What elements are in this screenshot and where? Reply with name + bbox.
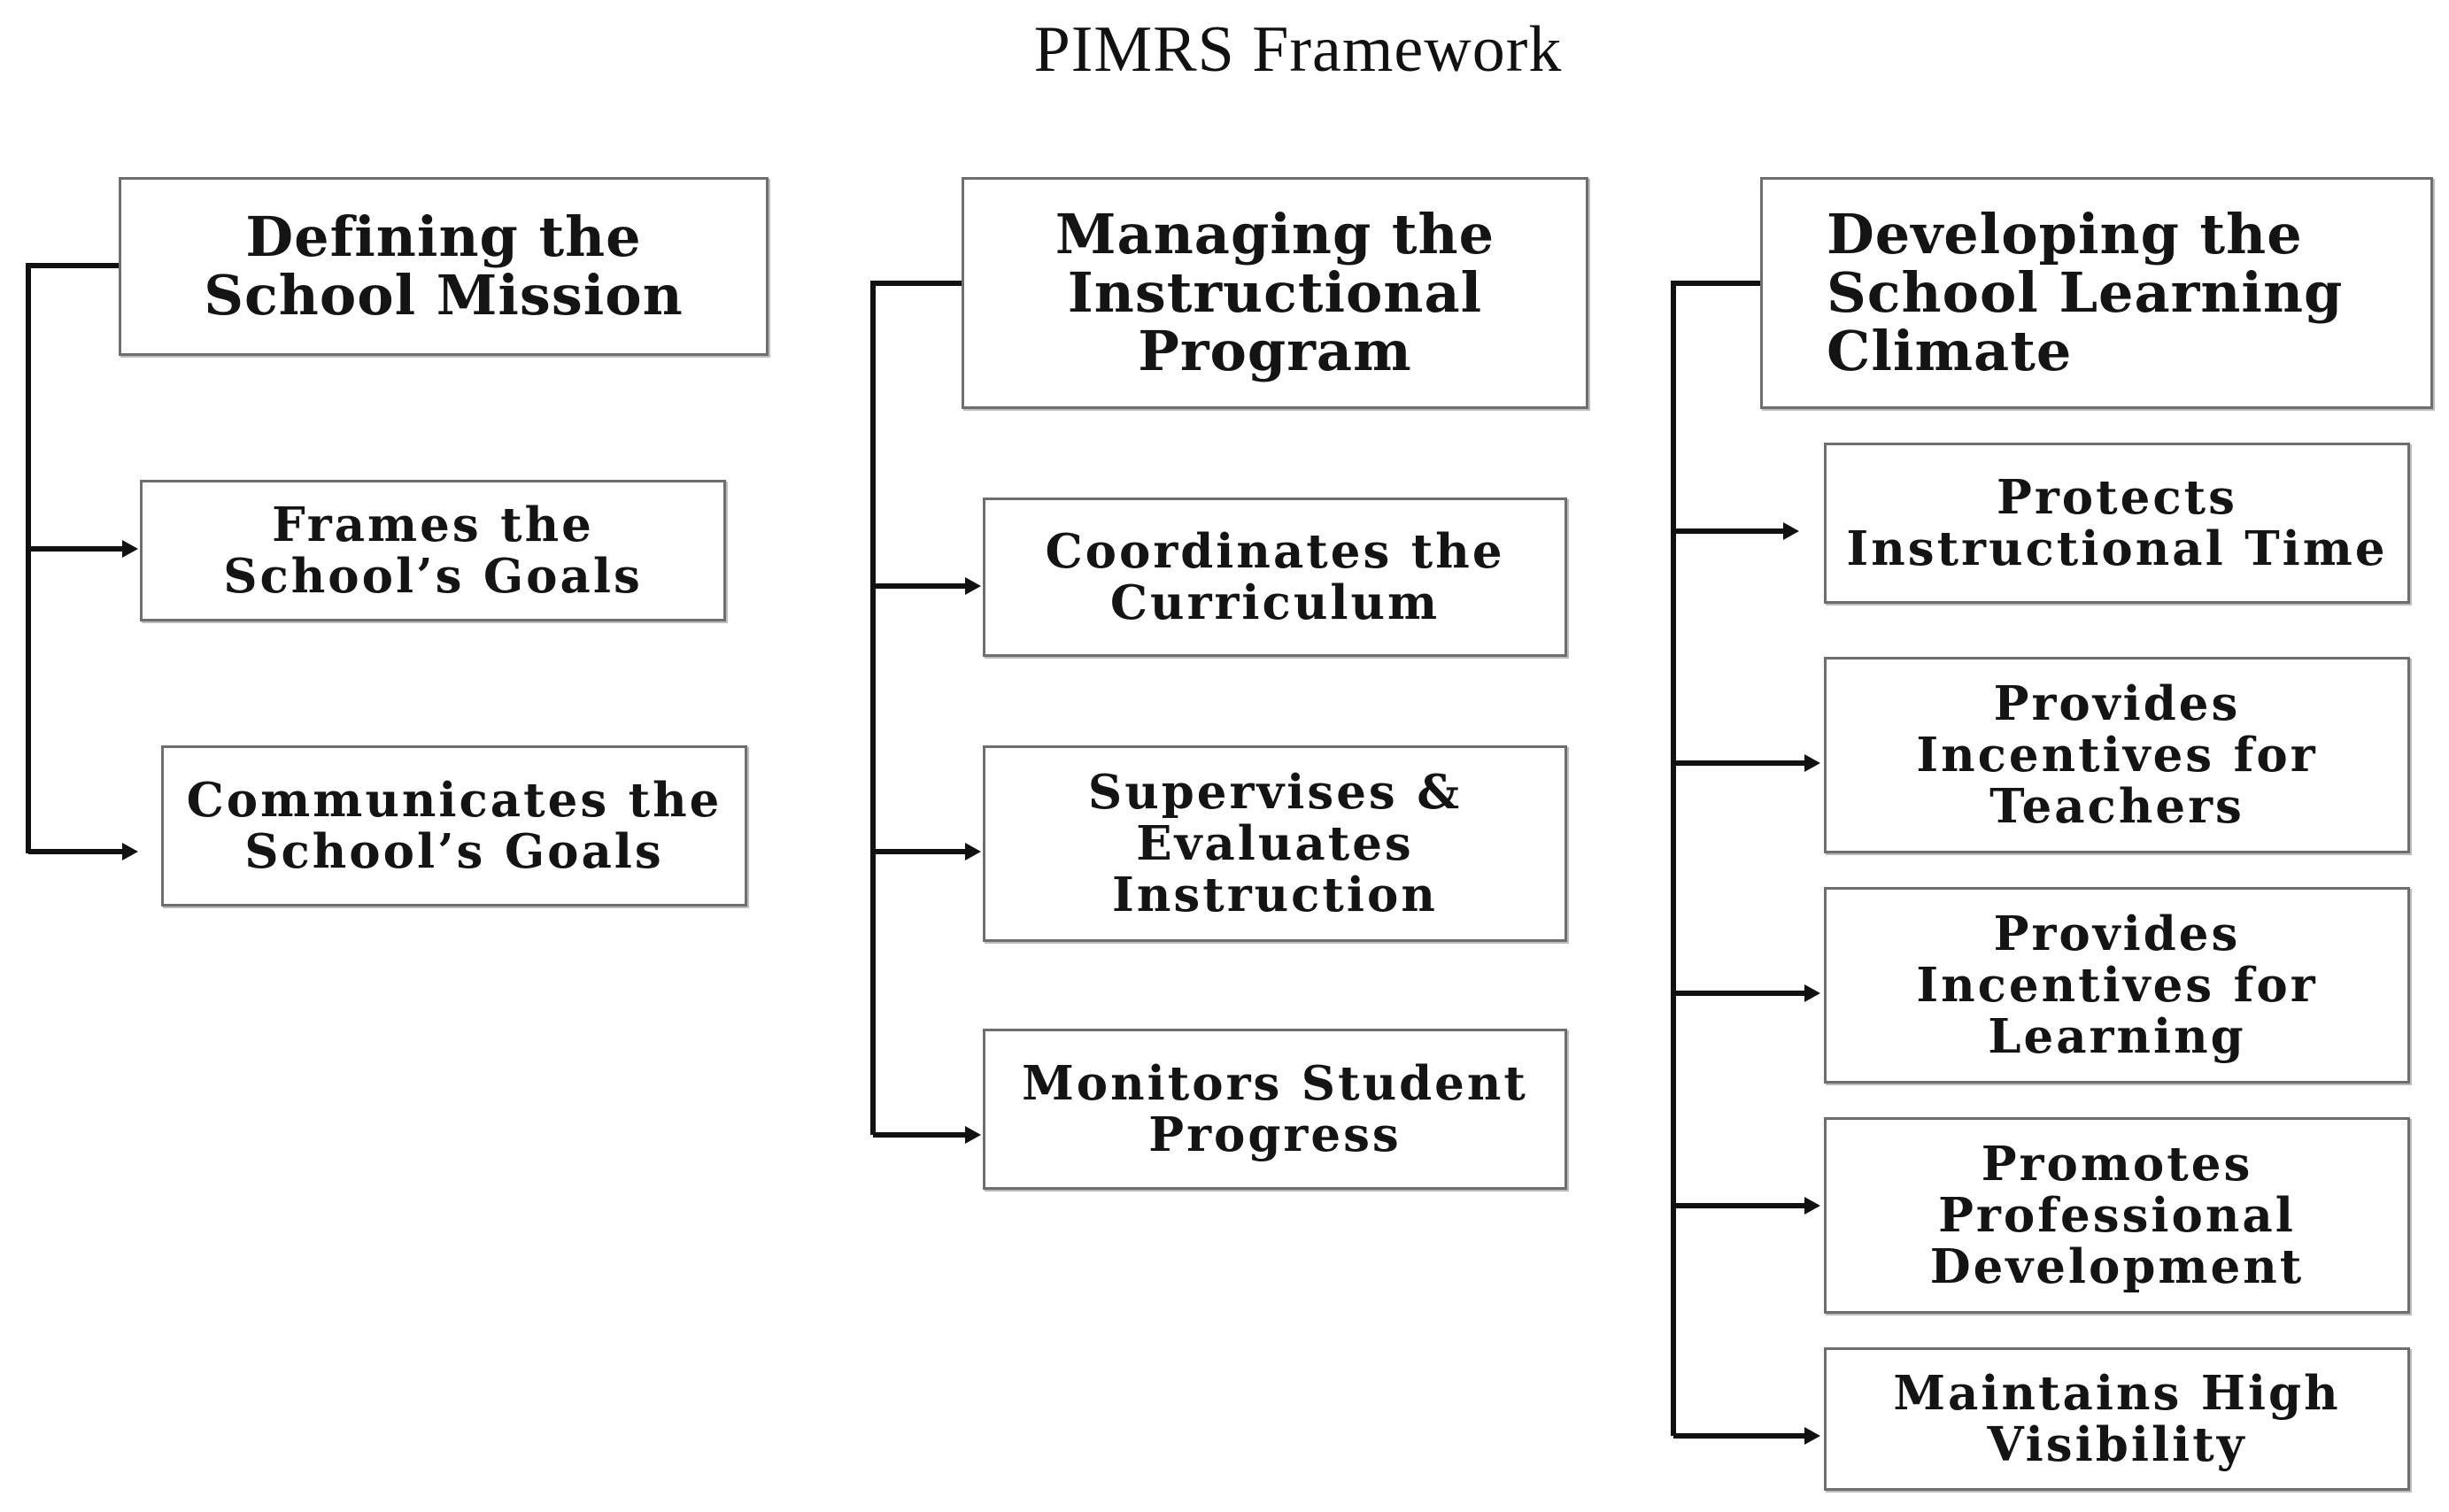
arrowhead-col2-item3 xyxy=(965,1126,981,1144)
connector-col2-spine xyxy=(870,281,962,1135)
node-label: Monitors Student Progress xyxy=(1022,1056,1528,1162)
node-coordinates-curriculum: Coordinates the Curriculum xyxy=(983,498,1567,657)
arrowhead-col2-item1 xyxy=(965,577,981,595)
arrowhead-col3-item1 xyxy=(1783,522,1799,540)
node-promotes-professional-development: Promotes Professional Development xyxy=(1824,1117,2410,1314)
node-provides-incentives-learning: Provides Incentives for Learning xyxy=(1824,887,2410,1084)
diagram-title: PIMRS Framework xyxy=(1033,12,1563,86)
node-supervises-evaluates-instruction: Supervises & Evaluates Instruction xyxy=(983,745,1567,942)
node-developing-school-learning-climate: Developing the School Learning Climate xyxy=(1760,177,2433,409)
node-label: Communicates the School’s Goals xyxy=(186,773,722,879)
node-label: Provides Incentives for Learning xyxy=(1916,906,2318,1064)
arrowhead-col3-item2 xyxy=(1804,754,1820,772)
node-label: Defining the School Mission xyxy=(204,204,684,328)
arrowhead-col2-item2 xyxy=(965,843,981,860)
node-managing-instructional-program: Managing the Instructional Program xyxy=(962,177,1588,409)
node-label: Provides Incentives for Teachers xyxy=(1916,676,2318,834)
node-monitors-student-progress: Monitors Student Progress xyxy=(983,1029,1567,1190)
node-defining-school-mission: Defining the School Mission xyxy=(119,177,769,356)
node-frames-school-goals: Frames the School’s Goals xyxy=(140,480,726,621)
arrowhead-col1-item2 xyxy=(122,843,138,860)
node-label: Managing the Instructional Program xyxy=(1055,202,1495,383)
node-maintains-high-visibility: Maintains High Visibility xyxy=(1824,1347,2410,1491)
arrowhead-col3-item4 xyxy=(1804,1197,1820,1215)
node-label: Coordinates the Curriculum xyxy=(1045,524,1505,630)
node-provides-incentives-teachers: Provides Incentives for Teachers xyxy=(1824,657,2410,853)
arrowhead-col1-item1 xyxy=(122,540,138,558)
node-label: Promotes Professional Development xyxy=(1929,1137,2305,1294)
arrowhead-col3-item3 xyxy=(1804,984,1820,1002)
connector-col1-spine xyxy=(26,263,119,853)
arrowhead-col3-item5 xyxy=(1804,1427,1820,1445)
node-label: Developing the School Learning Climate xyxy=(1827,202,2344,383)
connector-col3-spine xyxy=(1671,281,1760,1436)
node-label: Supervises & Evaluates Instruction xyxy=(1087,765,1463,922)
node-label: Protects Instructional Time xyxy=(1846,470,2388,576)
node-label: Frames the School’s Goals xyxy=(223,498,643,604)
node-label: Maintains High Visibility xyxy=(1893,1366,2341,1472)
node-communicates-school-goals: Communicates the School’s Goals xyxy=(161,745,747,906)
node-protects-instructional-time: Protects Instructional Time xyxy=(1824,443,2410,604)
